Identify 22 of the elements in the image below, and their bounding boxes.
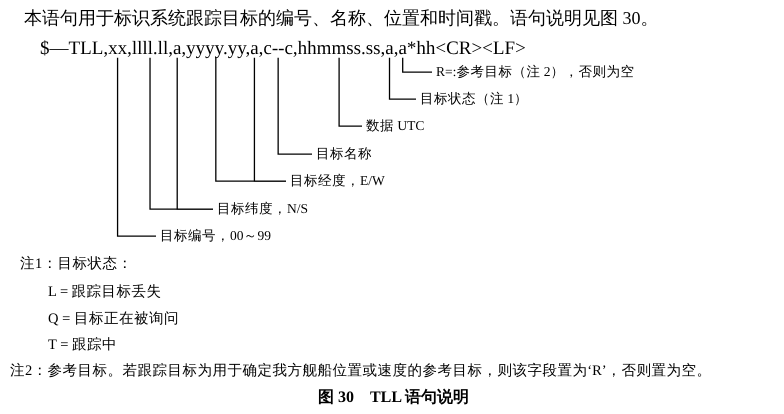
note-item: L = 跟踪目标丢失: [48, 284, 162, 302]
leader-line: [338, 58, 362, 127]
field-label: 数据 UTC: [366, 118, 424, 134]
leader-line: [254, 58, 286, 182]
field-label: 目标经度，E/W: [290, 173, 385, 190]
note-item: T = 跟踪中: [48, 337, 118, 354]
note-text: 注2：参考目标。若跟踪目标为用于确定我方舰船位置或速度的参考目标，则该字段置为‘R’，否则置为空。: [10, 363, 712, 380]
format-string: $—TLL,xx,llll.ll,a,yyyy.yy,a,c--c,hhmmss.ss,a,a*hh<CR><LF>: [40, 38, 526, 61]
leader-line: [116, 58, 156, 237]
note-item: Q = 目标正在被询问: [48, 311, 179, 328]
leader-line: [402, 58, 432, 73]
leader-line: [388, 58, 416, 100]
field-label: R=:参考目标（注 2），否则为空: [436, 64, 634, 80]
field-label: 目标纬度，N/S: [217, 201, 308, 218]
field-label: 目标编号，00～99: [160, 228, 271, 244]
note-heading: 注1：目标状态：: [20, 256, 132, 274]
field-label: 目标名称: [316, 146, 372, 162]
intro-text: 本语句用于标识系统跟踪目标的编号、名称、位置和时间戳。语句说明见图 30。: [24, 8, 658, 30]
leader-line: [176, 58, 213, 210]
field-label: 目标状态（注 1）: [420, 91, 528, 108]
leader-line: [278, 58, 312, 155]
figure-caption: 图 30 TLL 语句说明: [318, 388, 470, 408]
